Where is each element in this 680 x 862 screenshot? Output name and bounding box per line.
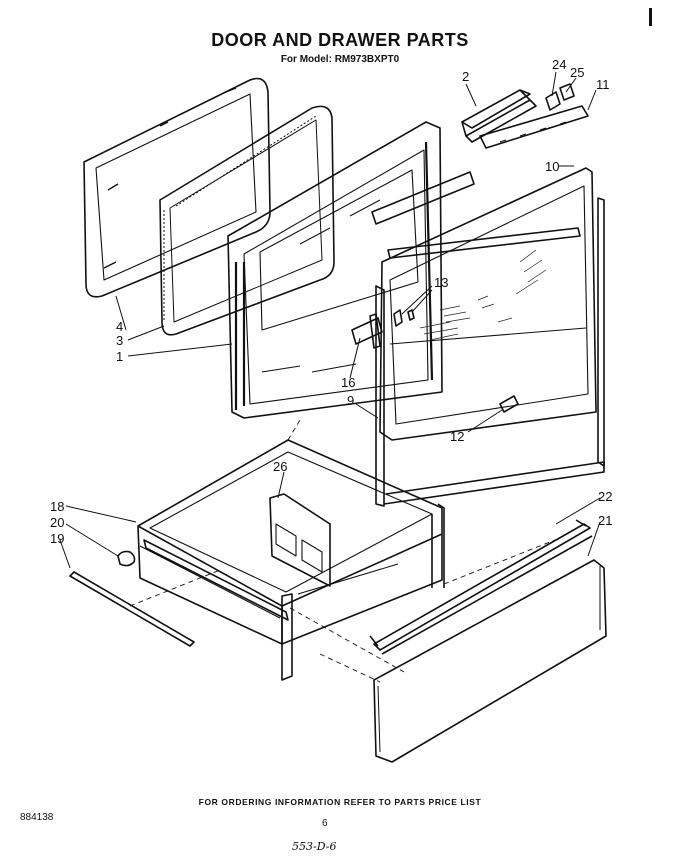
drawer-front-bracket [281, 593, 293, 681]
page-title: DOOR AND DRAWER PARTS [211, 30, 469, 50]
part-label-9: 9 [347, 393, 355, 408]
part-25-clip [559, 83, 575, 101]
part-19-rod [69, 571, 195, 647]
part-label-3: 3 [116, 333, 124, 348]
part-20-roller [117, 550, 136, 567]
ordering-note: FOR ORDERING INFORMATION REFER TO PARTS … [198, 797, 482, 807]
leader-lines [59, 71, 601, 569]
part-label-20: 20 [50, 515, 65, 530]
part-9-door-frame-side [375, 197, 605, 507]
part-label-18: 18 [50, 499, 65, 514]
part-12-handle-clip [499, 395, 519, 413]
model-subtitle: For Model: RM973BXPT0 [280, 54, 400, 65]
part-label-10: 10 [545, 159, 560, 174]
part-label-4: 4 [116, 319, 124, 334]
projection-lines [129, 419, 561, 683]
page-number: 6 [322, 818, 328, 829]
part-label-25: 25 [570, 65, 585, 80]
part-label-21: 21 [598, 513, 613, 528]
part-label-16: 16 [341, 375, 356, 390]
part-label-12: 12 [450, 429, 465, 444]
part-label-19: 19 [50, 531, 65, 546]
part-4-door-back-frame [83, 77, 271, 298]
part-label-22: 22 [598, 489, 613, 504]
part-26-divider-plate [269, 493, 331, 587]
drawer-body [137, 439, 445, 645]
corner-mark [649, 8, 652, 26]
part-21-drawer-front-panel [373, 559, 607, 763]
part-11-top-trim [479, 105, 589, 149]
part-24-bracket [545, 91, 561, 111]
part-label-13: 13 [434, 275, 449, 290]
part-2-hinge-channel [461, 89, 537, 143]
part-label-1: 1 [116, 349, 124, 364]
part-13-hinge-pin [393, 309, 415, 327]
part-label-26: 26 [273, 459, 288, 474]
glass-shading [419, 249, 547, 341]
part-label-11: 11 [596, 77, 610, 92]
part-label-2: 2 [462, 69, 470, 84]
handwritten-code: 553-D-6 [292, 840, 337, 853]
part-22-drawer-trim [369, 519, 593, 655]
door-vent-strip [371, 171, 475, 225]
part-10-door-outer-glass [379, 167, 597, 441]
document-number: 884138 [20, 812, 54, 823]
part-16-hinge [351, 313, 383, 349]
part-18-drawer-rail [143, 539, 289, 621]
part-3-door-gasket [159, 105, 335, 336]
part-label-24: 24 [552, 57, 567, 72]
